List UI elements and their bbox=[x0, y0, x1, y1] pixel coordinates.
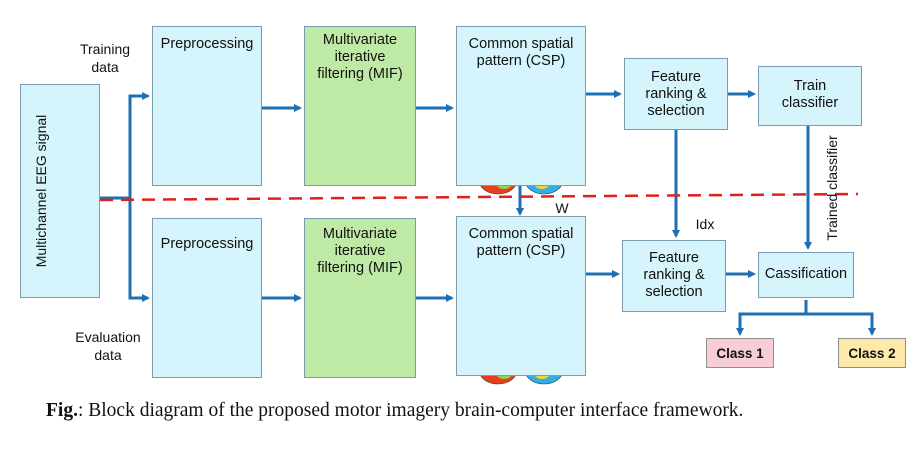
eeg-signal-box bbox=[20, 84, 100, 298]
evaluation-data-label: Evaluation data bbox=[75, 329, 141, 363]
arrow-split-class bbox=[736, 300, 808, 336]
arrow-eeg-split bbox=[100, 92, 150, 200]
arrow-split-class2 bbox=[806, 312, 876, 336]
class-2-box bbox=[838, 338, 906, 368]
feature-ranking-box-top bbox=[624, 58, 728, 130]
trained-classifier-label: Trained classifier bbox=[824, 135, 840, 241]
train-classifier-label: Train classifier bbox=[781, 78, 839, 111]
idx-label: Idx bbox=[695, 216, 715, 232]
feature-ranking-label-bottom: Feature ranking & selection bbox=[643, 250, 705, 300]
class-1-label: Class 1 bbox=[716, 346, 764, 361]
csp-label-top: Common spatial pattern (CSP) bbox=[468, 36, 574, 69]
figure-caption: Fig.: Block diagram of the proposed moto… bbox=[46, 400, 906, 422]
train-eval-boundary bbox=[99, 192, 859, 202]
train-classifier-box bbox=[758, 66, 862, 126]
csp-box-bottom bbox=[456, 216, 586, 376]
preprocessing-box-top bbox=[152, 26, 262, 186]
training-data-label: Training data bbox=[79, 41, 131, 75]
preprocessing-box-bottom bbox=[152, 218, 262, 378]
mif-box-bottom bbox=[304, 218, 416, 378]
classification-box bbox=[758, 252, 854, 298]
mif-box-top bbox=[304, 26, 416, 186]
feature-ranking-box-bottom bbox=[622, 240, 726, 312]
feature-ranking-label-top: Feature ranking & selection bbox=[645, 69, 707, 119]
caption-prefix: Fig. bbox=[46, 400, 78, 421]
preprocessing-label-bottom: Preprocessing bbox=[160, 236, 254, 252]
classification-label: Cassification bbox=[764, 266, 848, 282]
class-2-label: Class 2 bbox=[848, 346, 896, 361]
class-1-box bbox=[706, 338, 774, 368]
mif-label-top: Multivariate iterative filtering (MIF) bbox=[317, 32, 403, 82]
eeg-signal-label: Multichannel EEG signal bbox=[33, 114, 49, 268]
preprocessing-label-top: Preprocessing bbox=[160, 36, 254, 52]
csp-box-top bbox=[456, 26, 586, 186]
arrow-eeg-bottom bbox=[128, 198, 150, 302]
csp-label-bottom: Common spatial pattern (CSP) bbox=[468, 226, 574, 259]
w-label: W bbox=[555, 200, 569, 216]
mif-label-bottom: Multivariate iterative filtering (MIF) bbox=[317, 226, 403, 276]
caption-text: : Block diagram of the proposed motor im… bbox=[77, 400, 744, 421]
